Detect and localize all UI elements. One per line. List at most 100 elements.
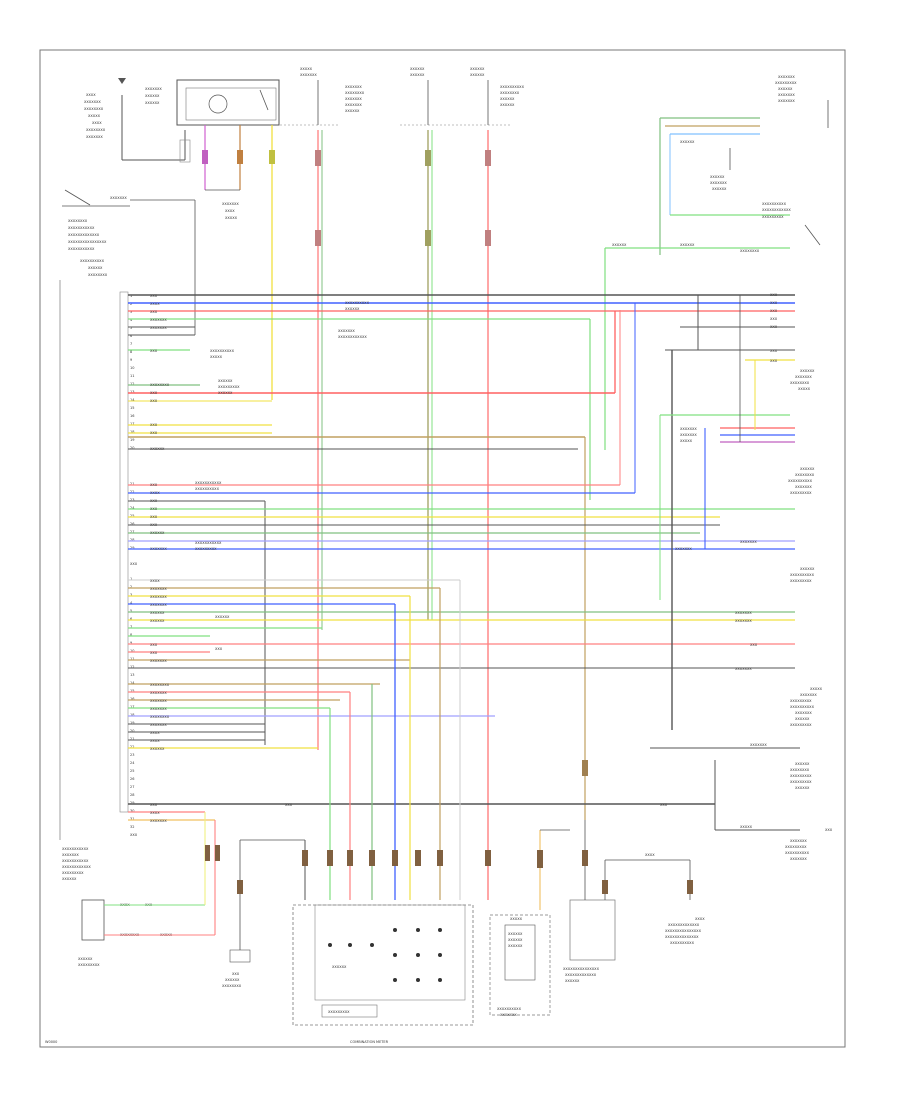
- svg-text:XXXXXXX: XXXXXXX: [145, 87, 162, 91]
- combination-switch-box: [176, 79, 280, 126]
- svg-text:XXXXXXXXXXX: XXXXXXXXXXX: [62, 847, 89, 851]
- svg-text:XXXXXXX: XXXXXXX: [710, 181, 727, 185]
- svg-text:XXXXXX: XXXXXX: [218, 391, 233, 395]
- svg-text:XXXXXXXXX: XXXXXXXXX: [762, 215, 784, 219]
- svg-text:31: 31: [130, 817, 134, 821]
- svg-text:XXXXXXXXXX: XXXXXXXXXX: [790, 705, 815, 709]
- svg-text:4: 4: [130, 318, 133, 322]
- svg-text:14: 14: [130, 681, 135, 685]
- svg-text:XXXXXX: XXXXXX: [508, 938, 523, 942]
- svg-text:XXXXXXX: XXXXXXX: [62, 853, 79, 857]
- svg-text:13: 13: [130, 390, 134, 394]
- svg-text:XXXXXXX: XXXXXXX: [150, 595, 167, 599]
- svg-text:21: 21: [130, 737, 134, 741]
- svg-text:XXXXXXXXXX: XXXXXXXXXX: [80, 259, 105, 263]
- svg-text:XXX: XXX: [150, 310, 158, 314]
- svg-text:XXXXXXX: XXXXXXX: [680, 433, 697, 437]
- svg-text:XXXXXXX: XXXXXXX: [300, 73, 317, 77]
- svg-text:18: 18: [130, 430, 134, 434]
- svg-text:XXXXXXX: XXXXXXX: [150, 691, 167, 695]
- svg-text:XXXXXXX: XXXXXXX: [84, 100, 101, 104]
- svg-text:XXX: XXX: [130, 562, 138, 566]
- svg-text:27: 27: [130, 785, 134, 789]
- svg-text:XXXXXXXXX: XXXXXXXXX: [790, 491, 812, 495]
- svg-text:XXXXX: XXXXX: [810, 687, 823, 691]
- svg-text:XXXXXXX: XXXXXXX: [795, 375, 812, 379]
- svg-text:30: 30: [130, 809, 134, 813]
- svg-text:18: 18: [130, 713, 134, 717]
- fuse-feeds: XXXXXXXXXXXX XXXXXXXXXXXX XXXXXXXXXXXX X…: [280, 67, 525, 900]
- svg-text:XXXXX: XXXXX: [88, 114, 101, 118]
- svg-text:XXXXXXX: XXXXXXX: [150, 819, 167, 823]
- svg-text:XXXXXXX: XXXXXXX: [778, 75, 795, 79]
- svg-text:5: 5: [130, 326, 132, 330]
- svg-text:XXXXXXXXXXX: XXXXXXXXXXX: [68, 247, 95, 251]
- right-verticals: [650, 295, 800, 831]
- svg-text:22: 22: [130, 490, 134, 494]
- svg-text:XXX: XXX: [150, 651, 158, 655]
- svg-text:12: 12: [130, 382, 134, 386]
- svg-text:XXXXXXX: XXXXXXX: [110, 196, 127, 200]
- svg-text:XXXXXX: XXXXXX: [410, 67, 425, 71]
- meter-drops: [239, 580, 461, 930]
- svg-text:XXXXX: XXXXX: [210, 355, 223, 359]
- svg-text:XXXXXXX: XXXXXXX: [795, 485, 812, 489]
- svg-text:XXX: XXX: [150, 349, 158, 353]
- svg-text:16: 16: [130, 697, 134, 701]
- horizontal-wires: [128, 294, 795, 821]
- svg-text:XXXXXX: XXXXXX: [508, 932, 523, 936]
- svg-text:XXXXXXXXX: XXXXXXXXX: [790, 723, 812, 727]
- svg-text:19: 19: [130, 721, 134, 725]
- svg-text:22: 22: [130, 745, 134, 749]
- svg-text:XXXXXXXX: XXXXXXXX: [150, 715, 170, 719]
- svg-text:XXXXXXX: XXXXXXX: [345, 103, 362, 107]
- svg-text:XXXXXX: XXXXXX: [345, 307, 360, 311]
- svg-text:XXX: XXX: [150, 483, 158, 487]
- svg-text:XXXXXXXXX: XXXXXXXXX: [328, 1010, 350, 1014]
- svg-text:2: 2: [130, 302, 132, 306]
- svg-text:XXX: XXX: [770, 293, 778, 297]
- svg-text:XXXXX: XXXXX: [680, 439, 693, 443]
- svg-text:XXXXXX: XXXXXX: [150, 611, 165, 615]
- svg-text:28: 28: [130, 793, 134, 797]
- svg-text:XXXXXXXXXX: XXXXXXXXXX: [500, 85, 525, 89]
- svg-text:XXXX: XXXX: [645, 853, 655, 857]
- svg-text:XXXXXXX: XXXXXXX: [795, 711, 812, 715]
- svg-text:11: 11: [130, 657, 134, 661]
- svg-text:XXXXXXX: XXXXXXX: [150, 707, 167, 711]
- svg-text:XXXXXXXXXXXXX: XXXXXXXXXXXXX: [565, 973, 597, 977]
- svg-text:XXXXXXXXXX: XXXXXXXXXX: [762, 202, 787, 206]
- svg-text:XXXXXXXX: XXXXXXXX: [150, 683, 170, 687]
- svg-text:3: 3: [130, 593, 132, 597]
- svg-text:XXXXXXXXXXXXXXX: XXXXXXXXXXXXXXX: [563, 967, 600, 971]
- svg-text:XXX: XXX: [150, 399, 158, 403]
- svg-text:XXXXXX: XXXXXX: [215, 615, 230, 619]
- svg-text:XXX: XXX: [770, 301, 778, 305]
- svg-text:XXX: XXX: [150, 515, 158, 519]
- svg-text:XXX: XXX: [770, 317, 778, 321]
- svg-text:XXX: XXX: [150, 643, 158, 647]
- svg-text:24: 24: [130, 506, 135, 510]
- svg-text:XXXXXXXXXXXX: XXXXXXXXXXXX: [338, 335, 367, 339]
- svg-text:10: 10: [130, 649, 134, 653]
- svg-text:XXXXXXX: XXXXXXX: [735, 619, 752, 623]
- svg-text:XXX: XXX: [285, 803, 293, 807]
- ecu-pin-strip: [119, 291, 129, 813]
- svg-text:XXXXXX: XXXXXX: [150, 447, 165, 451]
- svg-text:XXXXXXX: XXXXXXX: [345, 97, 362, 101]
- svg-text:13: 13: [130, 673, 134, 677]
- svg-text:XXXXXX: XXXXXX: [800, 567, 815, 571]
- connector-markers: [202, 150, 693, 894]
- svg-text:2: 2: [130, 585, 132, 589]
- svg-text:XXXX: XXXX: [150, 491, 160, 495]
- svg-text:6: 6: [130, 617, 132, 621]
- svg-text:3: 3: [130, 310, 132, 314]
- svg-text:XXXXXX: XXXXXX: [78, 957, 93, 961]
- svg-text:XXXXXXXXXX: XXXXXXXXXX: [345, 301, 370, 305]
- svg-text:8: 8: [130, 633, 132, 637]
- svg-text:XXXXXXXXXXXX: XXXXXXXXXXXX: [62, 865, 91, 869]
- svg-text:XXXXXXXXXXXXX: XXXXXXXXXXXXX: [68, 233, 100, 237]
- ground-symbol: [118, 78, 126, 84]
- svg-text:XXXXXXXX: XXXXXXXX: [150, 383, 170, 387]
